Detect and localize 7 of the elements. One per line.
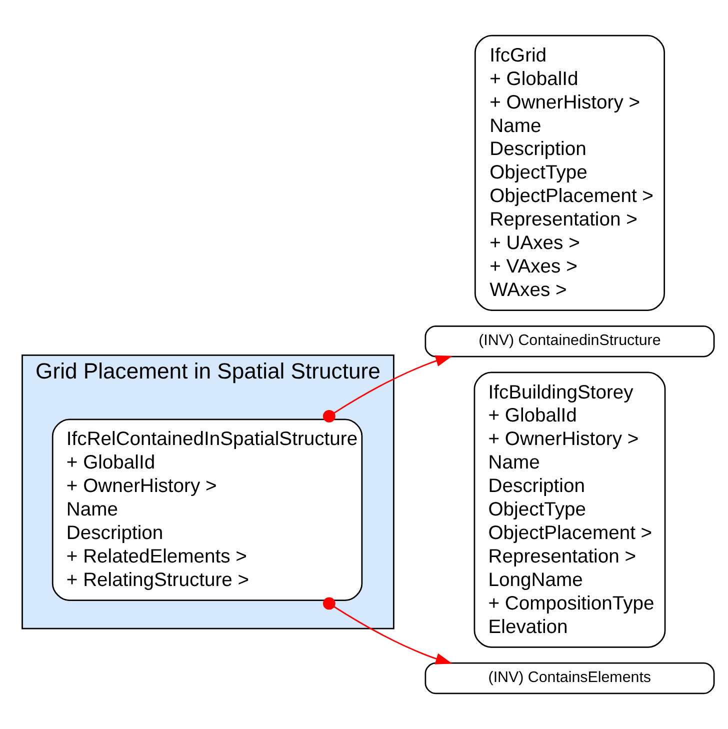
node-box: IfcBuildingStorey + GlobalId + OwnerHistory > Name Description ObjectType ObjectPlacement > Representation > LongName + CompositionType Elevation (474, 372, 666, 648)
arrow (322, 597, 452, 664)
arrow (322, 355, 452, 422)
node-box: IfcRelContainedInSpatialStructure + GlobalId + OwnerHistory > Name Description + RelatedElements > + RelatingStructure > (52, 418, 363, 601)
node-box: (INV) ContainsElements (424, 662, 715, 694)
node-box: (INV) ContainedinStructure (424, 326, 715, 358)
node-box: IfcGrid + GlobalId + OwnerHistory > Name Description ObjectType ObjectPlacement > Representation > + UAxes > + VAxes > WAxes > (474, 34, 666, 311)
